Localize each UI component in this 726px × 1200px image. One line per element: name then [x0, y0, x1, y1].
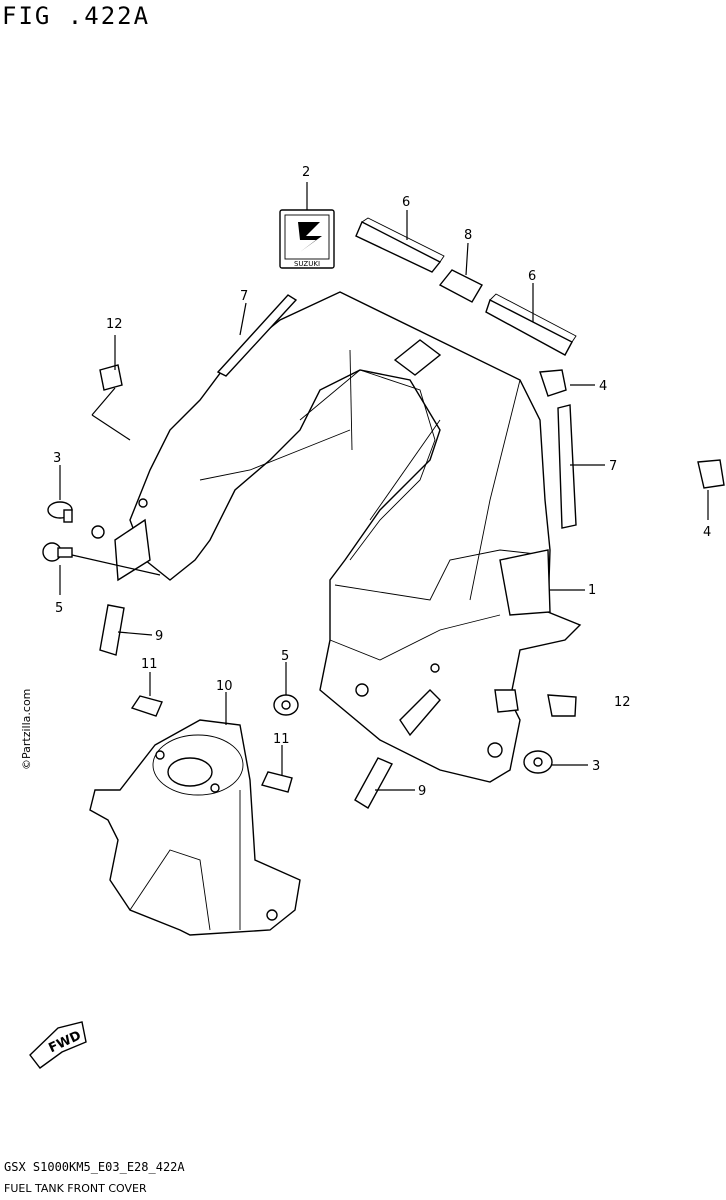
- callout-9-a: 9: [155, 629, 163, 644]
- callout-2: 2: [302, 165, 310, 180]
- part-3-grommet-b: [523, 750, 553, 774]
- callout-4-a: 4: [599, 379, 607, 394]
- callout-5-b: 5: [281, 649, 289, 664]
- callout-5-a: 5: [55, 601, 63, 616]
- callout-3-b: 3: [592, 759, 600, 774]
- callout-1: 1: [588, 583, 596, 598]
- figure-title: FIG .422A: [2, 2, 151, 30]
- part-9-tape-a: [99, 604, 125, 656]
- part-6-strip-b: [485, 293, 577, 356]
- figure-code: GSX S1000KM5_E03_E28_422A: [4, 1160, 185, 1174]
- emblem-text: SUZUKI: [294, 260, 320, 268]
- callout-12-a: 12: [106, 317, 123, 332]
- part-1-front-cover: [91, 291, 582, 783]
- part-10-lower-cover: [89, 719, 301, 936]
- callout-8: 8: [464, 228, 472, 243]
- part-12-nut-a: [99, 364, 123, 391]
- callout-9-b: 9: [418, 784, 426, 799]
- part-7-trim-a: [216, 294, 298, 377]
- copyright-notice: ©Partzilla.com: [20, 688, 33, 770]
- figure-caption: FUEL TANK FRONT COVER: [4, 1182, 147, 1195]
- part-4-clip-a: [539, 369, 567, 397]
- part-6-strip-a: [355, 217, 445, 273]
- callout-7-b: 7: [609, 459, 617, 474]
- part-4-clip-b: [697, 459, 725, 489]
- part-11-pad-b: [261, 771, 293, 793]
- fwd-arrow-icon: FWD: [29, 1021, 87, 1069]
- callout-11-a: 11: [141, 657, 158, 672]
- part-5-bolt-b: [273, 694, 299, 716]
- part-7-trim-b: [557, 404, 577, 529]
- callout-10: 10: [216, 679, 233, 694]
- callout-11-b: 11: [273, 732, 290, 747]
- part-2-emblem: SUZUKI: [279, 209, 335, 269]
- part-12-nut-b: [547, 694, 577, 717]
- part-11-pad-a: [130, 695, 163, 717]
- part-5-bolt-a: [42, 542, 73, 562]
- part-3-grommet-a: [47, 501, 73, 523]
- callout-7-a: 7: [240, 289, 248, 304]
- callout-12-b: 12: [614, 695, 631, 710]
- callout-6-a: 6: [402, 195, 410, 210]
- leader-lines: [59, 182, 709, 791]
- part-9-tape-b: [354, 757, 393, 809]
- part-8-pad: [438, 269, 483, 303]
- callout-3-a: 3: [53, 451, 61, 466]
- callout-6-b: 6: [528, 269, 536, 284]
- callout-4-b: 4: [703, 525, 711, 540]
- callouts: 1 2 3 3 4 4 5 5 6 6 7 7 8 9 9 10 11 11 1…: [53, 165, 711, 799]
